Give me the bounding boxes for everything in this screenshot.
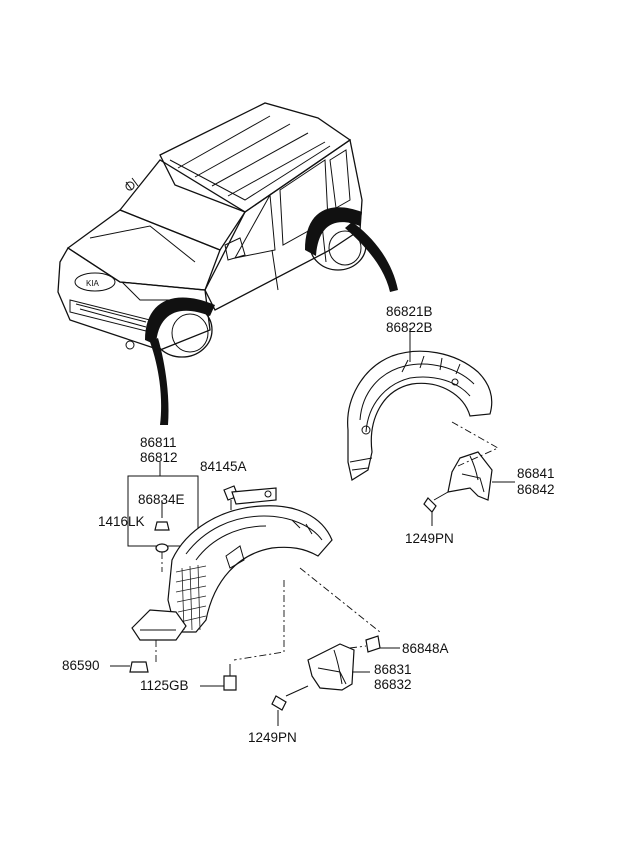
label-86831: 86831	[374, 662, 412, 677]
label-86590: 86590	[62, 658, 100, 673]
front-dash-b	[233, 580, 285, 661]
svg-text:KIA: KIA	[86, 279, 100, 288]
rear-wheel-guard	[347, 350, 493, 481]
label-86842: 86842	[517, 482, 555, 497]
leader-sweep-rear	[345, 222, 398, 292]
label-1249pn-rear: 1249PN	[405, 531, 454, 546]
label-1249pn-front: 1249PN	[248, 730, 297, 745]
label-1125gb: 1125GB	[140, 678, 189, 693]
label-86811: 86811	[140, 435, 177, 450]
label-86841: 86841	[517, 466, 555, 481]
screw-86590	[110, 661, 149, 673]
front-dash-a	[299, 567, 381, 633]
rear-mud-guard	[447, 451, 493, 501]
front-wheel-guard	[131, 487, 333, 641]
label-86832: 86832	[374, 677, 412, 692]
nut-1416lk	[155, 543, 169, 553]
mudguard-dash	[349, 645, 367, 649]
front-screw	[271, 685, 309, 726]
clip-86848a	[365, 635, 400, 653]
label-86812: 86812	[140, 450, 178, 465]
vehicle-illustration: KIA	[57, 102, 367, 358]
label-1416lk: 1416LK	[98, 514, 145, 529]
label-84145a: 84145A	[200, 459, 247, 474]
label-86822b: 86822B	[386, 320, 433, 335]
bolt-1125gb	[200, 664, 237, 691]
label-86821b: 86821B	[386, 304, 433, 319]
rear-dash-lines	[451, 421, 499, 467]
front-mud-guard	[307, 643, 370, 691]
rear-screw	[423, 491, 449, 526]
leader-sweep-front	[150, 338, 169, 425]
label-86834e: 86834E	[138, 492, 185, 507]
clip-86834e	[154, 521, 170, 531]
label-86848a: 86848A	[402, 641, 449, 656]
group-bracket	[127, 475, 199, 547]
